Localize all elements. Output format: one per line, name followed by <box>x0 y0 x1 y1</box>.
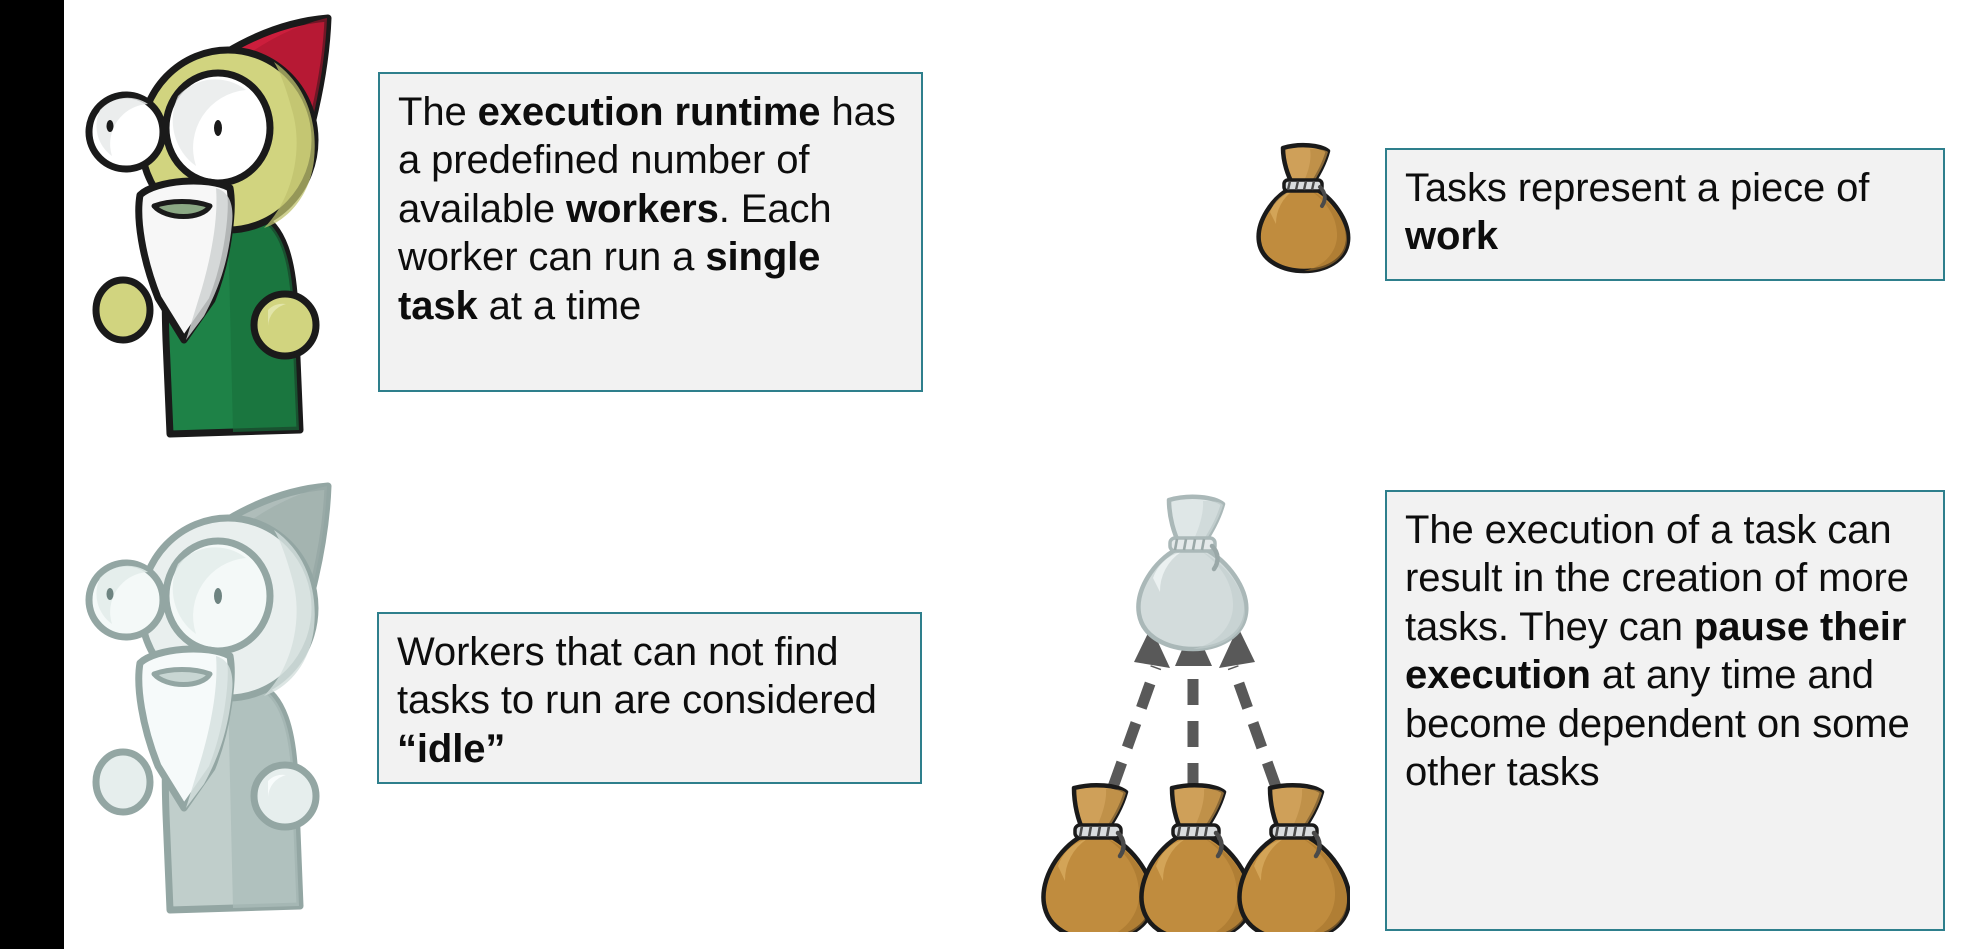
body-text: Tasks represent a piece of <box>1405 166 1881 210</box>
emphasis-text: workers <box>566 186 719 231</box>
task-sack-icon <box>1250 140 1355 275</box>
body-text: . Each worker can run a <box>398 186 843 280</box>
body-text: has a predefined number of available <box>398 90 907 231</box>
body-text: at any time and become dependent on some… <box>1405 653 1921 794</box>
callout-execution-runtime: The execution runtime has a predefined n… <box>378 72 923 392</box>
body-text: at a time <box>477 283 642 328</box>
emphasis-text: work <box>1405 214 1498 259</box>
emphasis-text: single task <box>398 235 832 328</box>
callout-tasks-represent-work: Tasks represent a piece of work <box>1385 148 1945 281</box>
body-text: The <box>398 90 478 134</box>
left-black-band <box>0 0 64 949</box>
task-dependency-graph <box>1030 482 1350 932</box>
child-task-sack-icon-2 <box>1139 782 1254 932</box>
emphasis-text: execution runtime <box>477 90 821 134</box>
dependency-arrow-lines <box>1107 664 1282 789</box>
emphasis-text: “idle” <box>397 726 506 771</box>
body-text: Workers that can not find tasks to run a… <box>397 630 888 723</box>
callout-task-creation: The execution of a task can result in th… <box>1385 490 1945 931</box>
worker-gnome-active-icon <box>78 10 348 450</box>
child-task-sack-icon-1 <box>1041 782 1156 932</box>
child-task-sack-icon-3 <box>1237 782 1350 932</box>
parent-task-sack-icon <box>1136 494 1249 652</box>
emphasis-text: pause their execution <box>1405 604 1918 698</box>
body-text: The execution of a task can result in th… <box>1405 508 1920 649</box>
worker-gnome-idle-icon <box>78 470 348 930</box>
callout-idle-workers: Workers that can not find tasks to run a… <box>377 612 922 784</box>
